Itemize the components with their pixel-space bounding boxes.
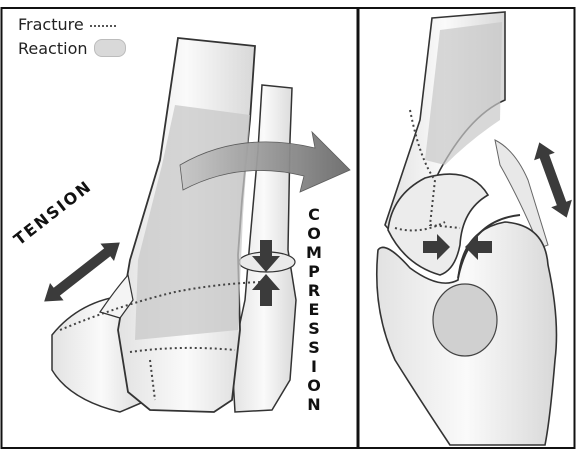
legend-reaction-label: Reaction — [18, 39, 88, 58]
right-bone-illustration — [377, 12, 576, 445]
legend-fracture-entry: Fracture — [18, 12, 158, 36]
reaction-swatch-icon — [94, 39, 126, 57]
legend-reaction-entry: Reaction — [18, 36, 158, 60]
reaction-zone — [135, 105, 250, 340]
left-bone-illustration — [37, 38, 350, 412]
fracture-swatch-icon — [90, 25, 116, 27]
legend: Fracture Reaction — [18, 12, 158, 72]
socket — [433, 284, 497, 356]
legend-fracture-label: Fracture — [18, 15, 84, 34]
